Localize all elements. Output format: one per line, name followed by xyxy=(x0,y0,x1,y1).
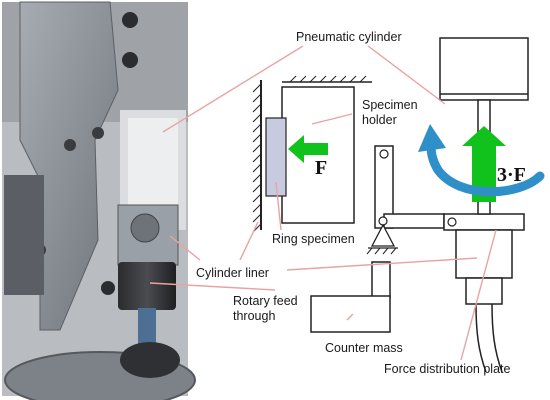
rotary-feed-through xyxy=(455,229,513,279)
schematic: F xyxy=(252,37,545,373)
label-rotary-feed-line1: Rotary feed xyxy=(233,294,298,308)
label-force-distribution-plate: Force distribution plate xyxy=(384,362,511,376)
rotary-feed-photo xyxy=(118,262,176,310)
label-counter-mass: Counter mass xyxy=(325,341,403,355)
label-rotary-feed-line2: through xyxy=(233,309,275,323)
pneumatic-cylinder xyxy=(439,37,529,101)
cable xyxy=(475,303,487,373)
force-label-small: F xyxy=(315,157,327,179)
beam xyxy=(383,213,445,229)
label-pneumatic-cylinder: Pneumatic cylinder xyxy=(296,30,402,44)
rotation-arrow-head xyxy=(418,124,446,152)
label-cylinder-liner: Cylinder liner xyxy=(196,266,269,280)
force-label-large: 3·F xyxy=(497,164,526,186)
leader-lines xyxy=(149,45,497,361)
rotation-arrow xyxy=(426,139,545,197)
force-arrow-small xyxy=(288,135,328,163)
wall-hatching xyxy=(252,83,262,233)
apparatus-photo xyxy=(2,1,196,400)
ring-specimen xyxy=(265,117,287,197)
label-ring-specimen: Ring specimen xyxy=(272,232,355,246)
pivot-support xyxy=(366,223,398,255)
label-specimen-holder-line2: holder xyxy=(362,113,397,127)
counter-mass xyxy=(310,295,391,333)
label-specimen-holder-line1: Specimen xyxy=(362,98,418,112)
